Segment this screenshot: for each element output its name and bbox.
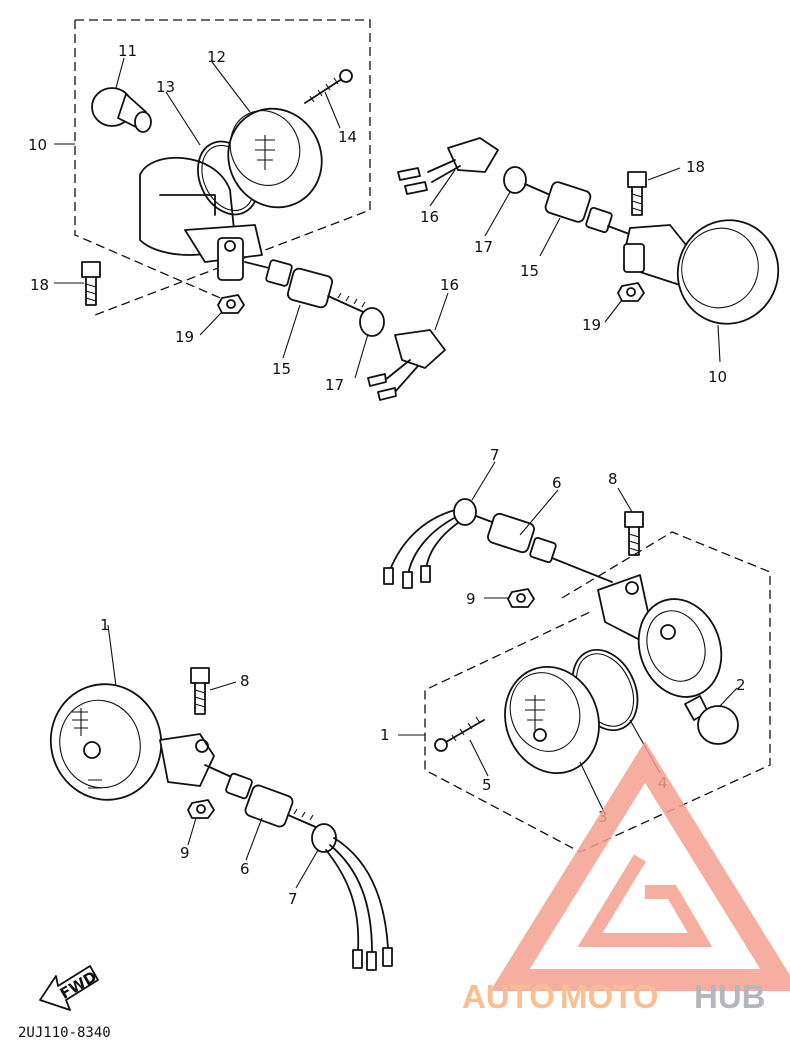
callout-16-top-left: 16 xyxy=(440,276,459,294)
housing-10-left xyxy=(139,156,263,281)
callout-7-bottom-right: 7 xyxy=(490,446,500,464)
lens-3 xyxy=(504,665,600,775)
callout-9-bottom-left: 9 xyxy=(180,844,190,862)
bolt-18-right xyxy=(627,171,647,216)
assembly-top-right: 16 17 15 18 19 10 xyxy=(397,137,780,386)
nut-19-left xyxy=(217,294,245,314)
connector-16-right xyxy=(397,137,499,195)
callout-12: 12 xyxy=(207,48,226,66)
watermark-moto: MOTO xyxy=(560,978,658,1015)
leaders-top-left xyxy=(54,57,449,379)
callout-1-bottom-left: 1 xyxy=(100,616,110,634)
socket-15-right xyxy=(544,181,641,239)
watermark-auto: AUTO xyxy=(462,978,555,1015)
leaders-bottom-left xyxy=(107,624,319,889)
bolt-8-right xyxy=(624,511,644,556)
callout-2: 2 xyxy=(736,676,746,694)
callout-10-top-right: 10 xyxy=(708,368,727,386)
screw-5 xyxy=(434,716,485,752)
assembly-top-left: 10 11 12 13 14 18 19 15 17 16 xyxy=(28,19,459,401)
callout-6-bottom-left: 6 xyxy=(240,860,250,878)
callout-15-top-left: 15 xyxy=(272,360,291,378)
nut-9-left xyxy=(187,799,215,819)
callout-18-top-right: 18 xyxy=(686,158,705,176)
watermark-logo-icon xyxy=(490,741,790,991)
bolt-8-left xyxy=(190,667,210,715)
leaders-top-right xyxy=(429,167,721,363)
bolt-18-left xyxy=(81,261,101,306)
callout-1-bottom-right: 1 xyxy=(380,726,390,744)
callout-6-bottom-right: 6 xyxy=(552,474,562,492)
assembly-bottom-left: 1 8 9 6 7 xyxy=(49,616,393,971)
socket-15-left xyxy=(244,259,371,316)
fwd-arrow-icon: FWD xyxy=(39,965,100,1011)
callout-15-top-right: 15 xyxy=(520,262,539,280)
callout-11: 11 xyxy=(118,42,137,60)
callout-8-bottom-right: 8 xyxy=(608,470,618,488)
grommet-17-left xyxy=(359,307,385,337)
nut-19-right xyxy=(617,282,645,302)
socket-6-right xyxy=(487,512,613,583)
nut-9-right xyxy=(507,588,535,608)
bulb-11 xyxy=(91,87,152,133)
leaders-bottom-right xyxy=(398,461,738,813)
automotohub-watermark: AUTO MOTO HUB xyxy=(462,741,790,1015)
screw-14 xyxy=(304,69,353,104)
socket-6-left xyxy=(204,764,319,829)
bulb-2 xyxy=(684,695,739,745)
housing-1-left xyxy=(49,683,215,801)
callout-7-bottom-left: 7 xyxy=(288,890,298,908)
wire-harness-7-right xyxy=(383,498,493,589)
callout-10-top-left: 10 xyxy=(28,136,47,154)
connector-16-left xyxy=(367,329,446,401)
callout-19-top-right: 19 xyxy=(582,316,601,334)
callout-13: 13 xyxy=(156,78,175,96)
drawing-code: 2UJ110-8340 xyxy=(18,1025,111,1041)
callout-17-top-right: 17 xyxy=(474,238,493,256)
wire-harness-7-left xyxy=(311,823,393,971)
callout-17-top-left: 17 xyxy=(325,376,344,394)
callout-18-top-left: 18 xyxy=(30,276,49,294)
callout-8-bottom-left: 8 xyxy=(240,672,250,690)
callout-5: 5 xyxy=(482,776,492,794)
lens-12 xyxy=(227,107,323,209)
watermark-hub: HUB xyxy=(694,978,766,1015)
callout-19-top-left: 19 xyxy=(175,328,194,346)
grommet-17-right xyxy=(503,166,527,194)
assembly-bottom-right: 7 6 8 9 1 5 2 4 3 xyxy=(380,446,771,853)
housing-10-right xyxy=(623,219,780,325)
assembly-boundary-1 xyxy=(424,531,771,853)
housing-1-back xyxy=(597,574,723,698)
callout-16-top-right: 16 xyxy=(420,208,439,226)
callout-14: 14 xyxy=(338,128,357,146)
callout-9-bottom-right: 9 xyxy=(466,590,476,608)
